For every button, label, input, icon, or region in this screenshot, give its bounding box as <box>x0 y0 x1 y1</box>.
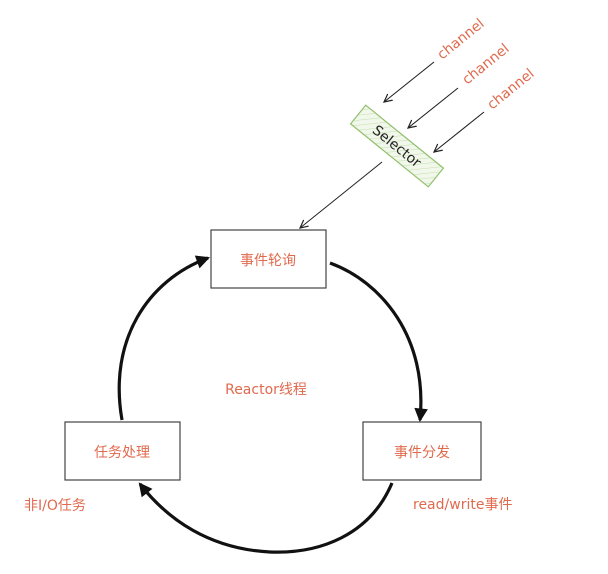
channel-arrow-2 <box>408 87 459 128</box>
event-dispatch-label: 事件分发 <box>394 445 450 461</box>
non-io-task-label: 非I/O任务 <box>24 498 86 514</box>
event-poll-box: 事件轮询 <box>210 229 327 289</box>
event-dispatch-box: 事件分发 <box>362 421 482 481</box>
task-process-box: 任务处理 <box>64 421 181 481</box>
channel-label-3: channel <box>484 66 537 113</box>
selector-to-poll-arrow <box>300 161 383 228</box>
reactor-thread-label: Reactor线程 <box>225 382 307 398</box>
dispatch-to-task-arrow <box>138 482 394 554</box>
channel-label-1: channel <box>434 16 487 63</box>
selector-box: Selector <box>349 104 445 188</box>
channel-arrow-1 <box>384 61 435 102</box>
channel-label-2: channel <box>459 41 512 88</box>
read-write-event-label: read/write事件 <box>413 497 512 513</box>
task-to-poll-arrow <box>117 255 210 421</box>
event-poll-label: 事件轮询 <box>240 253 296 269</box>
poll-to-dispatch-arrow <box>329 261 428 423</box>
channel-arrow-3 <box>434 111 485 152</box>
task-process-label: 任务处理 <box>94 445 150 461</box>
